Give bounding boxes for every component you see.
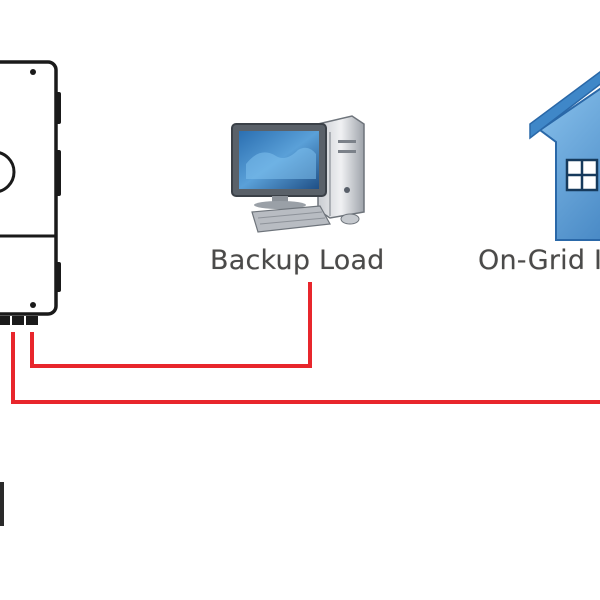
backup-load-wire [30,282,312,368]
backup-load-label: Backup Load [210,245,385,276]
computer-mouse [340,213,360,225]
on-grid-label: On-Grid I [478,245,600,276]
house-roof [529,70,600,140]
computer-keyboard-row [259,217,326,225]
computer-monitor-base [254,201,306,209]
wiring [11,282,600,404]
desktop-computer-icon [231,115,365,233]
grid-wire [11,332,600,404]
computer-monitor-stand [272,196,288,204]
inverter-side-mount-bottom [55,262,61,292]
cropped-device-fragment [0,482,4,526]
inverter-side-mount-middle [55,150,61,196]
house-icon [529,70,600,241]
inverter-side-mount-top [55,92,61,124]
computer-power-button [344,187,350,193]
inverter-body [0,60,58,316]
computer-drive-bay [338,140,356,143]
computer-drive-bay [338,150,356,153]
computer-keyboard-row [257,211,323,219]
inverter-display-ring [0,151,16,193]
computer-screen-graphic [246,147,316,179]
inverter-screw [30,69,36,75]
inverter-terminal [0,316,10,325]
inverter-terminal [26,316,38,325]
inverter-icon [0,60,61,325]
inverter-terminal [12,316,24,325]
inverter-screw [30,302,36,308]
computer-keyboard [251,205,331,233]
